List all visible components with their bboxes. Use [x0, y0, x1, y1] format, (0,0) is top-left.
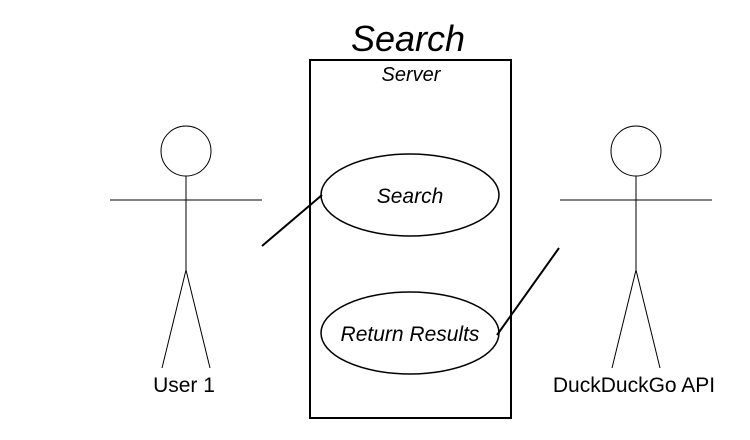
- actor-duckduckgo-api-head: [610, 125, 662, 177]
- actor-user-1-right-leg: [185, 269, 211, 369]
- use-case-return-results: Return Results: [320, 291, 500, 375]
- actor-user-1: User 1: [110, 125, 262, 397]
- diagram-title: Search: [351, 18, 465, 59]
- actor-duckduckgo-api-left-leg: [611, 269, 637, 369]
- use-case-return-results-label: Return Results: [341, 323, 480, 346]
- actor-duckduckgo-api: DuckDuckGo API: [553, 125, 715, 397]
- actor-user-1-label: User 1: [153, 374, 215, 397]
- use-case-search: Search: [320, 153, 500, 237]
- actor-duckduckgo-api-right-leg: [635, 269, 661, 369]
- use-case-search-label: Search: [377, 185, 444, 208]
- actor-duckduckgo-api-label: DuckDuckGo API: [553, 374, 715, 397]
- actor-user-1-head: [160, 125, 212, 177]
- association-user-1-search: [261, 194, 323, 247]
- actor-user-1-left-leg: [161, 269, 187, 369]
- system-boundary: Server: [309, 59, 512, 419]
- system-label: Server: [382, 64, 442, 86]
- system-boundary-box: [309, 59, 512, 419]
- association-return-results-duckduckgo-api: [496, 247, 560, 336]
